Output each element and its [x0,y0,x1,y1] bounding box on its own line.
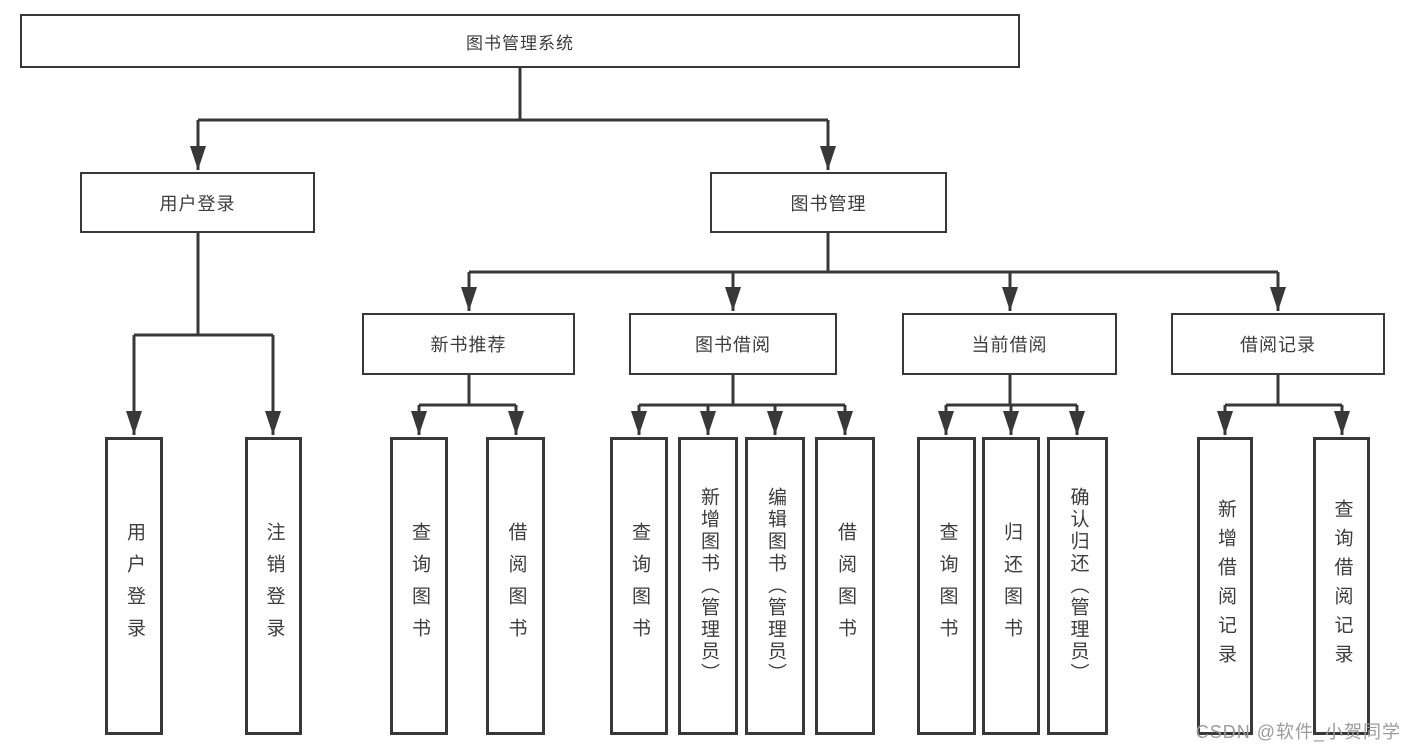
leaf-nbr-borrow-books: 借阅图书 [486,437,545,735]
leaf-br-add-record: 新增借阅记录 [1197,437,1253,735]
leaf-bb-edit-books-admin: 编辑图书（管理员） [745,437,805,735]
node-book-borrowing-label: 图书借阅 [695,335,771,355]
node-current-borrowing: 当前借阅 [902,313,1117,375]
leaf-bb-add-books-admin: 新增图书（管理员） [678,437,738,735]
leaf-cb-query-books: 查询图书 [917,437,976,735]
leaf-bb-query-books: 查询图书 [610,437,668,735]
leaf-logout-label: 注销登录 [263,522,285,650]
csdn-watermark: CSDN @软件_小贺同学 [1195,722,1401,742]
leaf-bb-borrow-books: 借阅图书 [815,437,875,735]
leaf-bb-edit-books-admin-label: 编辑图书（管理员） [764,487,786,685]
leaf-bb-borrow-books-label: 借阅图书 [834,522,856,650]
node-book-borrowing: 图书借阅 [629,313,837,375]
leaf-cb-query-books-label: 查询图书 [936,522,958,650]
node-borrow-records: 借阅记录 [1171,313,1385,375]
leaf-bb-query-books-label: 查询图书 [628,522,650,650]
leaf-bb-add-books-admin-label: 新增图书（管理员） [697,487,719,685]
node-new-book-recommend-label: 新书推荐 [430,335,507,355]
leaf-br-query-record-label: 查询借阅记录 [1331,499,1353,673]
node-book-management-label: 图书管理 [790,193,867,214]
leaf-cb-confirm-return-admin-label: 确认归还（管理员） [1067,487,1089,685]
leaf-user-login-label: 用户登录 [123,522,145,650]
node-root: 图书管理系统 [20,14,1020,68]
leaf-br-query-record: 查询借阅记录 [1313,437,1370,735]
node-user-login: 用户登录 [80,172,315,233]
leaf-cb-return-books: 归还图书 [982,437,1040,735]
leaf-nbr-query-books: 查询图书 [390,437,448,735]
leaf-br-add-record-label: 新增借阅记录 [1214,499,1236,673]
leaf-nbr-query-books-label: 查询图书 [408,522,430,650]
node-borrow-records-label: 借阅记录 [1240,335,1316,355]
node-new-book-recommend: 新书推荐 [362,313,575,375]
node-root-label: 图书管理系统 [466,33,574,53]
leaf-cb-confirm-return-admin: 确认归还（管理员） [1047,437,1108,735]
node-current-borrowing-label: 当前借阅 [971,335,1048,355]
leaf-cb-return-books-label: 归还图书 [1000,522,1022,650]
node-user-login-label: 用户登录 [159,193,236,214]
node-book-management: 图书管理 [710,172,947,233]
leaf-logout: 注销登录 [245,437,302,735]
leaf-user-login: 用户登录 [105,437,163,735]
leaf-nbr-borrow-books-label: 借阅图书 [505,522,527,650]
